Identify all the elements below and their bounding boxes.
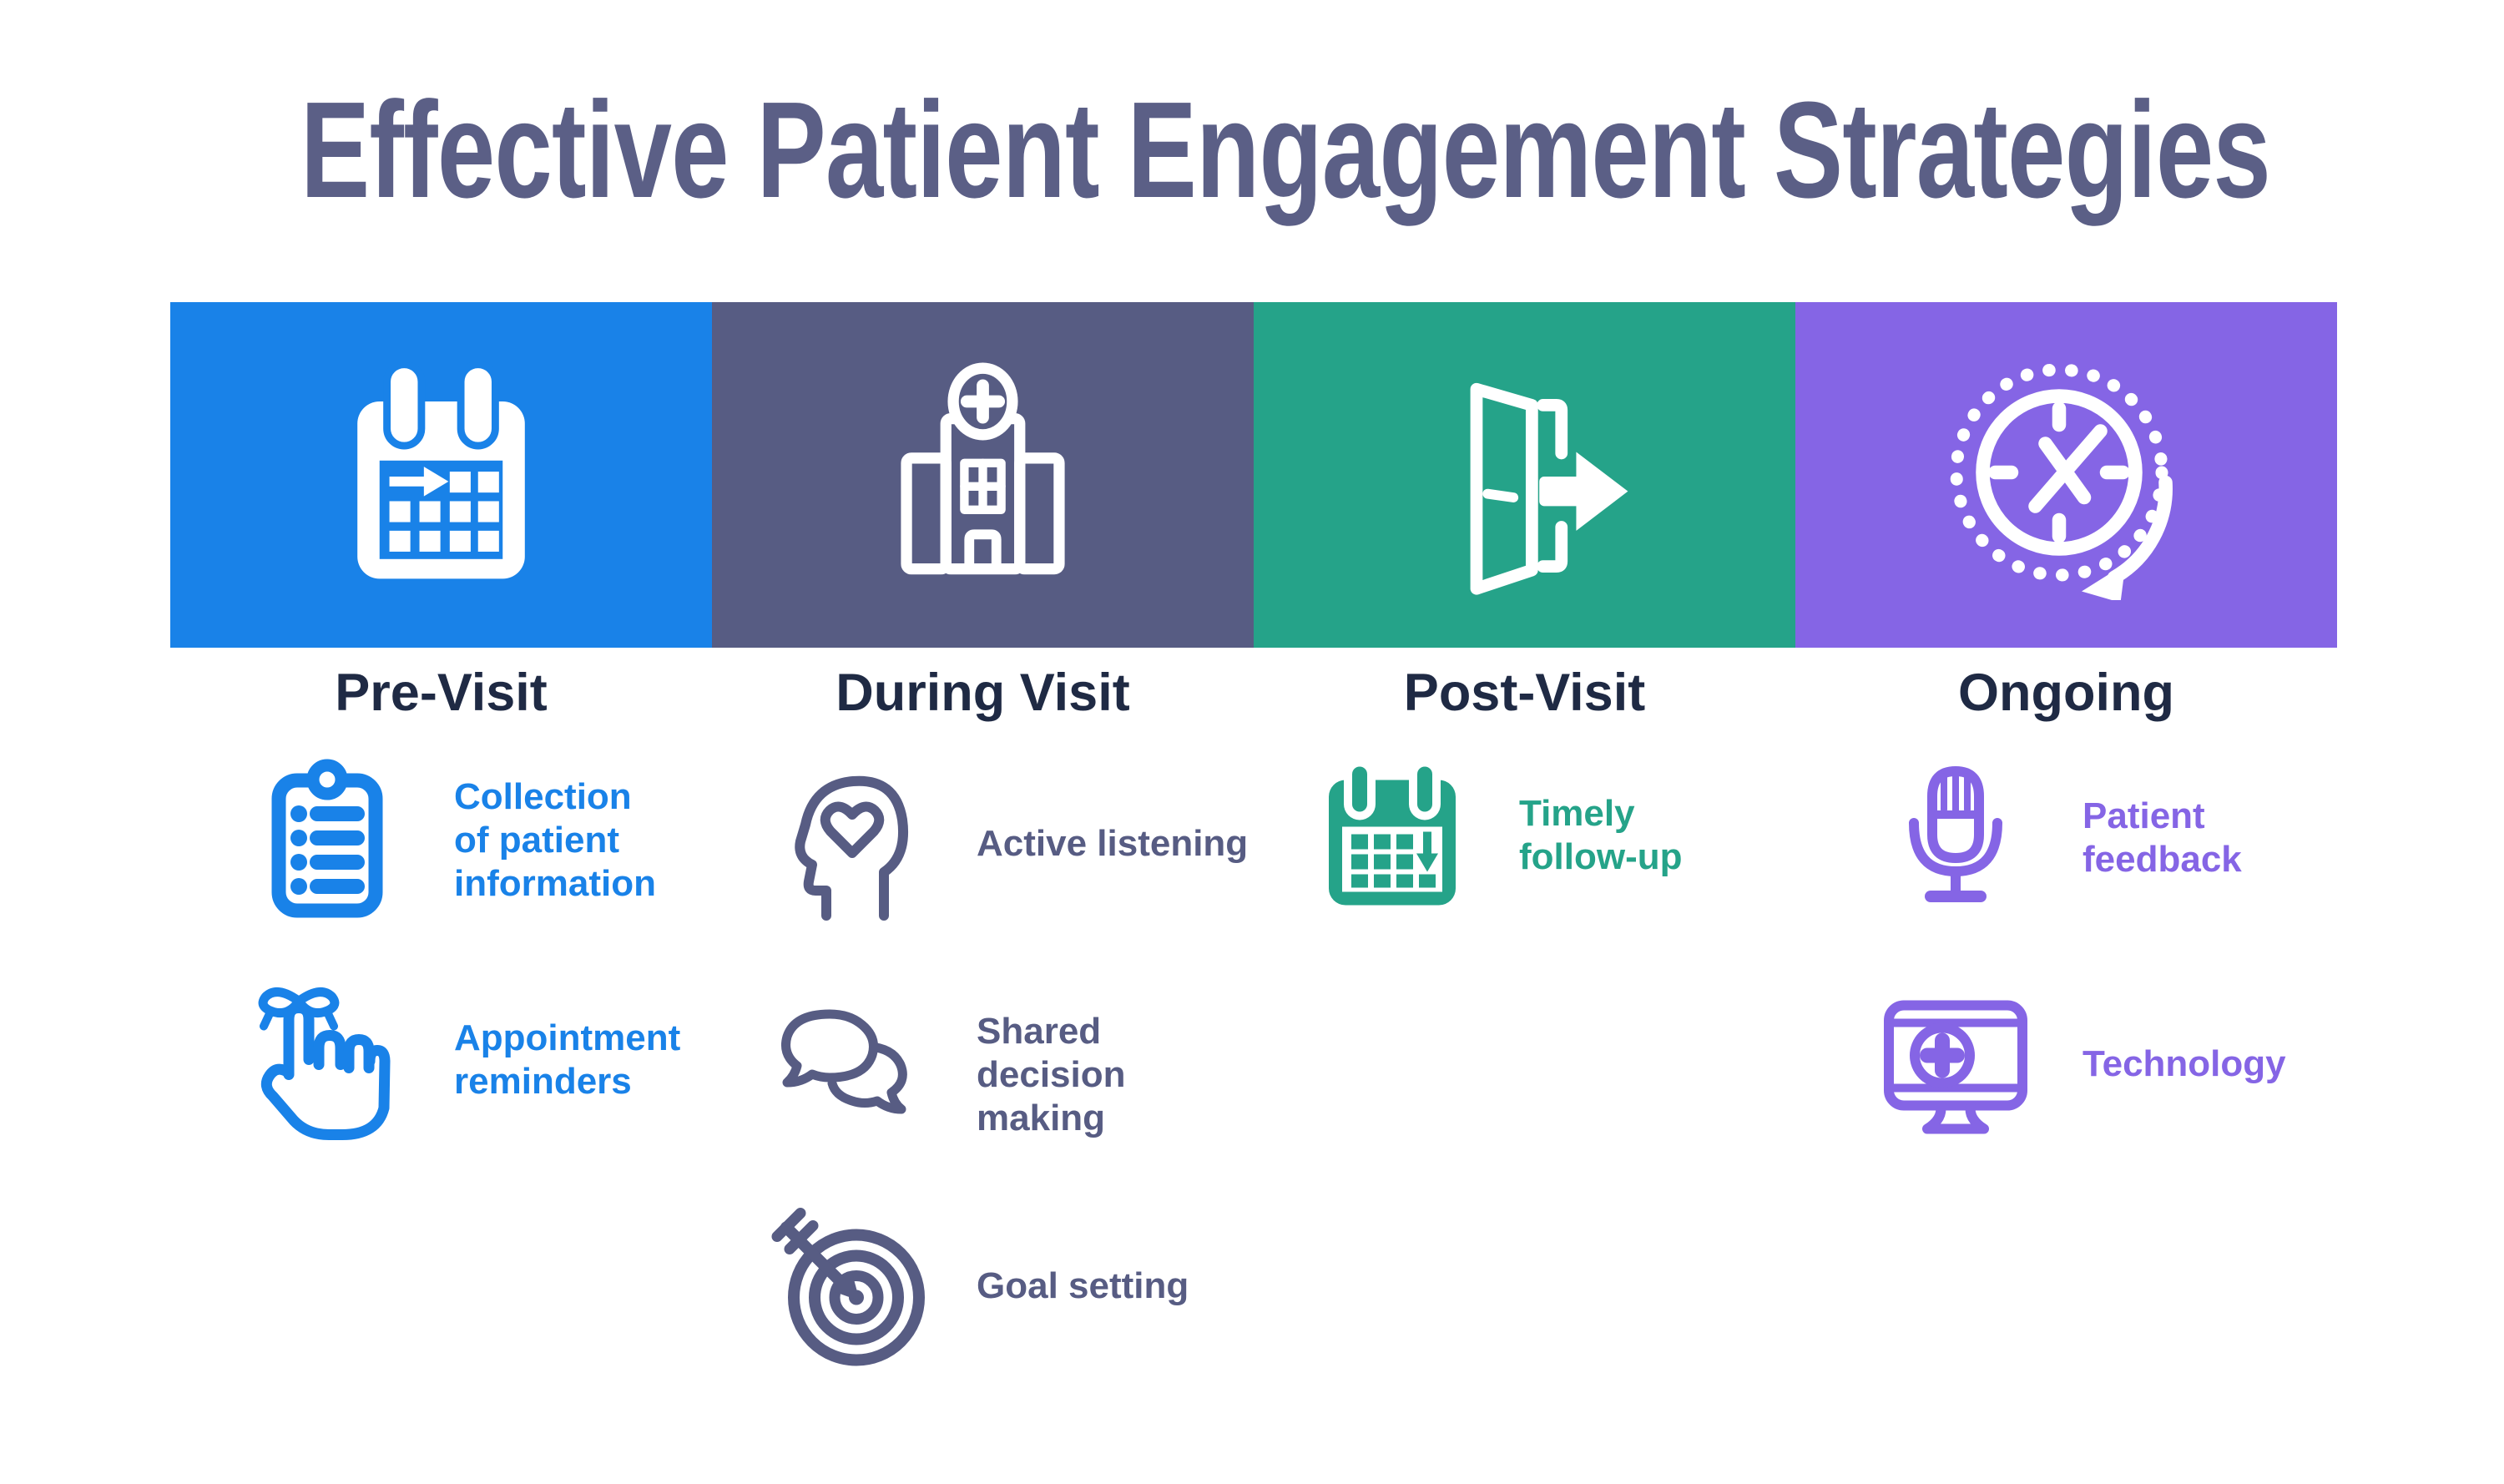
calendar-arrow-icon [318,352,564,598]
banner-segment-post-visit [1254,302,1795,648]
door-exit-icon [1401,352,1648,598]
stage-banner [170,302,2337,648]
monitor-medical-icon [1872,978,2039,1149]
item-label: Goal setting [977,1264,1189,1306]
list-item: Appointment reminders [244,970,788,1149]
banner-segment-pre-visit [170,302,712,648]
item-label: Technology [2082,1042,2286,1084]
item-label: Appointment reminders [454,1017,681,1102]
hospital-icon [860,352,1106,598]
list-item: Patient feedback [1872,750,2416,926]
item-label: Timely follow-up [1519,792,1683,877]
column-heading-ongoing: Ongoing [1958,664,2174,722]
clock-history-icon [1941,350,2192,600]
banner-segment-ongoing [1795,302,2337,648]
head-heart-icon [766,755,933,932]
page-title: Effective Patient Engagement Strategies [300,73,2271,226]
calendar-follow-up-icon [1309,750,1476,921]
microphone-icon [1872,750,2039,926]
reminder-hand-icon [244,970,411,1149]
list-item: Goal setting [766,1200,1310,1371]
item-label: Collection of patient information [454,776,656,904]
clipboard-list-icon [244,750,411,931]
column-heading-pre-visit: Pre-Visit [335,664,548,722]
column-heading-during-visit: During Visit [836,664,1130,722]
list-item: Shared decision making [766,992,1310,1158]
column-heading-post-visit: Post-Visit [1403,664,1646,722]
banner-segment-during-visit [712,302,1254,648]
list-item: Collection of patient information [244,750,788,931]
list-item: Timely follow-up [1309,750,1853,921]
list-item: Technology [1872,978,2416,1149]
item-label: Patient feedback [2082,795,2242,880]
list-item: Active listening [766,755,1310,932]
target-arrow-icon [766,1200,933,1371]
item-label: Active listening [977,823,1249,865]
item-label: Shared decision making [977,1011,1126,1138]
speech-bubbles-icon [766,992,933,1158]
